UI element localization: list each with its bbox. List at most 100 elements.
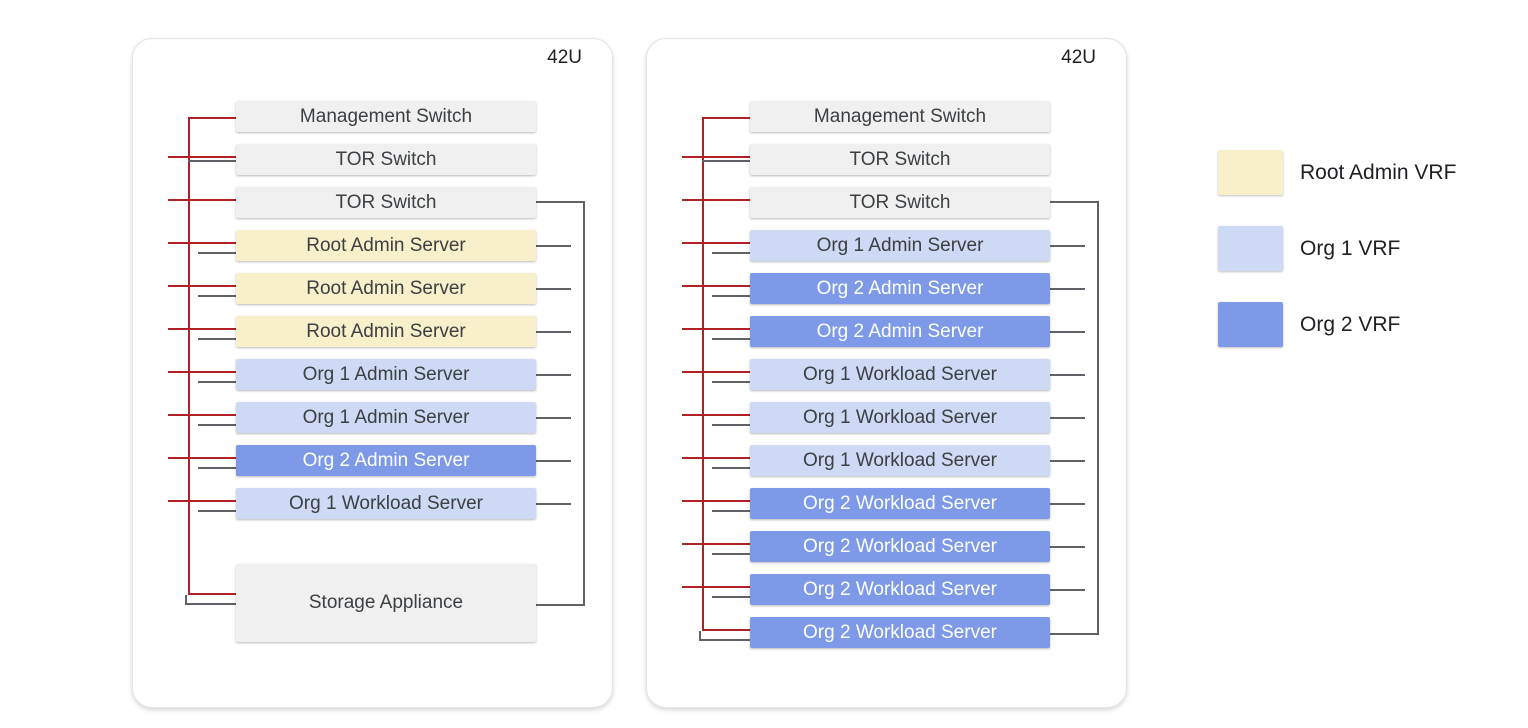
org-2-workload-server-box: Org 2 Workload Server: [750, 617, 1050, 648]
red-management-bus-line: [188, 117, 190, 595]
storage-appliance-box: Storage Appliance: [236, 564, 536, 642]
org-1-workload-server-box: Org 1 Workload Server: [750, 445, 1050, 476]
legend-item-root-admin-vrf: Root Admin VRF: [1218, 150, 1456, 195]
org-2-workload-server-box: Org 2 Workload Server: [750, 531, 1050, 562]
gray-link-line: [536, 245, 571, 247]
root-admin-server-box: Root Admin Server: [236, 273, 536, 304]
red-link-line: [682, 328, 750, 330]
red-management-bus-line: [702, 117, 704, 631]
org-2-workload-server-box: Org 2 Workload Server: [750, 488, 1050, 519]
red-link-line: [682, 414, 750, 416]
org-1-admin-server-box: Org 1 Admin Server: [750, 230, 1050, 261]
red-link-line: [168, 457, 236, 459]
legend-item-org-2-vrf: Org 2 VRF: [1218, 302, 1400, 347]
legend-label: Org 1 VRF: [1300, 236, 1401, 260]
org-1-workload-server-box: Org 1 Workload Server: [750, 359, 1050, 390]
gray-data-rail-line: [1050, 201, 1099, 203]
gray-link-line: [712, 510, 750, 512]
red-link-line: [168, 242, 236, 244]
red-link-line: [682, 500, 750, 502]
org-1-vrf-swatch: [1218, 226, 1283, 271]
gray-data-rail-line: [536, 201, 585, 203]
legend-item-org-1-vrf: Org 1 VRF: [1218, 226, 1400, 271]
gray-link-line: [536, 460, 571, 462]
gray-link-line: [1050, 503, 1085, 505]
gray-data-rail-line: [1050, 633, 1097, 635]
red-link-line: [188, 593, 236, 595]
gray-link-line: [198, 424, 236, 426]
gray-link-line: [1050, 417, 1085, 419]
red-link-line: [168, 328, 236, 330]
rack-right-unit-label: 42U: [1061, 47, 1096, 68]
gray-link-line: [536, 288, 571, 290]
gray-data-rail-line: [536, 604, 583, 606]
gray-link-line: [712, 467, 750, 469]
gray-link-line: [536, 417, 571, 419]
gray-link-line: [536, 331, 571, 333]
gray-link-line: [1050, 331, 1085, 333]
gray-link-line: [1050, 288, 1085, 290]
red-link-line: [682, 371, 750, 373]
red-link-line: [168, 371, 236, 373]
root-admin-server-box: Root Admin Server: [236, 316, 536, 347]
org-2-vrf-swatch: [1218, 302, 1283, 347]
gray-link-line: [699, 631, 701, 641]
tor-switch-box: TOR Switch: [750, 187, 1050, 218]
gray-link-line: [1050, 374, 1085, 376]
root-admin-vrf-swatch: [1218, 150, 1283, 195]
red-link-line: [168, 285, 236, 287]
gray-link-line: [712, 553, 750, 555]
red-link-line: [702, 117, 750, 119]
gray-link-line: [198, 295, 236, 297]
gray-link-line: [198, 381, 236, 383]
legend-label: Org 2 VRF: [1300, 312, 1401, 336]
org-1-workload-server-box: Org 1 Workload Server: [236, 488, 536, 519]
org-2-admin-server-box: Org 2 Admin Server: [750, 273, 1050, 304]
red-link-line: [168, 156, 236, 158]
gray-link-line: [702, 160, 750, 162]
gray-link-line: [198, 252, 236, 254]
gray-data-rail-line: [583, 201, 585, 606]
tor-switch-box: TOR Switch: [236, 144, 536, 175]
gray-link-line: [712, 424, 750, 426]
legend: Root Admin VRF Org 1 VRF Org 2 VRF: [1218, 150, 1518, 380]
org-2-admin-server-box: Org 2 Admin Server: [750, 316, 1050, 347]
management-switch-box: Management Switch: [236, 101, 536, 132]
gray-link-line: [198, 338, 236, 340]
red-link-line: [702, 629, 750, 631]
gray-link-line: [1050, 589, 1085, 591]
gray-link-line: [1050, 245, 1085, 247]
gray-link-line: [198, 510, 236, 512]
gray-link-line: [712, 381, 750, 383]
red-link-line: [168, 199, 236, 201]
gray-link-line: [1050, 546, 1085, 548]
red-link-line: [682, 586, 750, 588]
root-admin-server-box: Root Admin Server: [236, 230, 536, 261]
org-1-admin-server-box: Org 1 Admin Server: [236, 359, 536, 390]
legend-label: Root Admin VRF: [1300, 160, 1457, 184]
gray-link-line: [712, 295, 750, 297]
gray-link-line: [712, 252, 750, 254]
rack-left-unit-label: 42U: [547, 47, 582, 68]
org-2-admin-server-box: Org 2 Admin Server: [236, 445, 536, 476]
tor-switch-box: TOR Switch: [236, 187, 536, 218]
red-link-line: [682, 543, 750, 545]
gray-data-rail-line: [1097, 201, 1099, 635]
red-link-line: [168, 414, 236, 416]
red-link-line: [682, 457, 750, 459]
gray-link-line: [185, 603, 236, 605]
org-1-workload-server-box: Org 1 Workload Server: [750, 402, 1050, 433]
red-link-line: [682, 199, 750, 201]
gray-link-line: [712, 338, 750, 340]
management-switch-box: Management Switch: [750, 101, 1050, 132]
gray-link-line: [699, 639, 750, 641]
red-link-line: [188, 117, 236, 119]
red-link-line: [682, 156, 750, 158]
red-link-line: [682, 242, 750, 244]
red-link-line: [682, 285, 750, 287]
gray-link-line: [185, 595, 187, 605]
gray-link-line: [712, 596, 750, 598]
